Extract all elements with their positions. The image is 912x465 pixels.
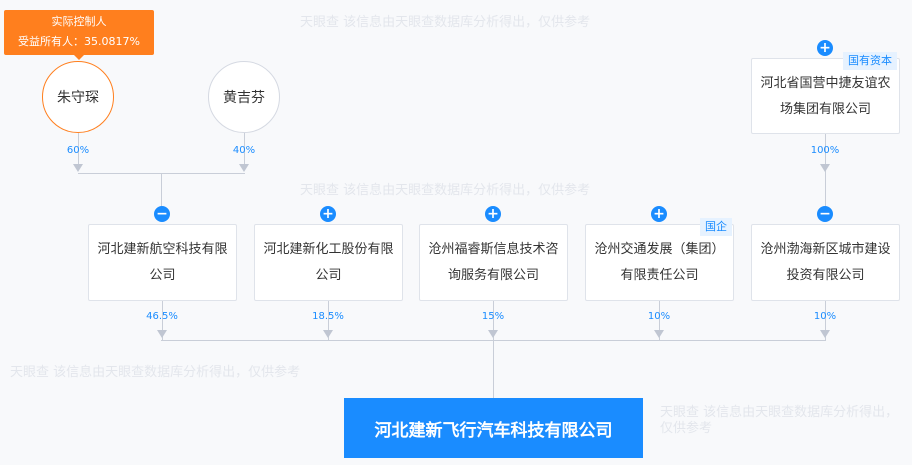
collapse-button[interactable]: − <box>817 206 833 222</box>
arrow-icon <box>73 164 83 172</box>
soe-tag: 国企 <box>700 218 732 236</box>
watermark: 天眼查 该信息由天眼查数据库分析得出，仅供参考 <box>660 405 899 436</box>
arrow-icon <box>239 164 249 172</box>
share-pct: 18.5% <box>312 311 344 322</box>
expand-button[interactable]: + <box>485 206 501 222</box>
share-pct: 10% <box>813 311 837 322</box>
watermark: 天眼查 该信息由天眼查数据库分析得出，仅供参考 <box>300 15 591 30</box>
company-name: 河北建新航空科技有限公司 <box>97 242 228 283</box>
shareholder-node[interactable]: 黄吉芬 <box>208 61 280 133</box>
parent-node[interactable]: 河北省国营中捷友谊农场集团有限公司 <box>751 58 900 134</box>
expand-button[interactable]: + <box>320 206 336 222</box>
collapse-button[interactable]: − <box>154 206 170 222</box>
arrow-icon <box>654 330 664 338</box>
arrow-icon <box>488 330 498 338</box>
controller-tooltip: 实际控制人 受益所有人：35.0817% <box>4 10 154 60</box>
tooltip-subtitle: 受益所有人：35.0817% <box>18 35 140 48</box>
arrow-icon <box>157 330 167 338</box>
share-pct: 46.5% <box>146 311 178 322</box>
share-pct: 60% <box>66 145 90 156</box>
investor-node[interactable]: 河北建新航空科技有限公司 <box>88 224 237 301</box>
investor-node[interactable]: 河北建新化工股份有限公司 <box>254 224 403 301</box>
shareholder-node[interactable]: 朱守琛 <box>42 61 114 133</box>
share-pct: 15% <box>481 311 505 322</box>
company-name: 河北省国营中捷友谊农场集团有限公司 <box>760 76 891 117</box>
share-pct: 10% <box>647 311 671 322</box>
state-capital-tag: 国有资本 <box>843 52 897 70</box>
shareholder-name: 黄吉芬 <box>223 90 265 106</box>
expand-button[interactable]: + <box>817 40 833 56</box>
share-pct: 100% <box>810 145 840 156</box>
investor-node[interactable]: 沧州交通发展（集团）有限责任公司 <box>585 224 734 301</box>
target-company[interactable]: 河北建新飞行汽车科技有限公司 <box>344 398 643 458</box>
investor-node[interactable]: 沧州渤海新区城市建设投资有限公司 <box>751 224 900 301</box>
watermark: 天眼查 该信息由天眼查数据库分析得出，仅供参考 <box>10 365 301 380</box>
arrow-icon <box>820 330 830 338</box>
watermark: 天眼查 该信息由天眼查数据库分析得出，仅供参考 <box>300 183 591 198</box>
arrow-icon <box>820 164 830 172</box>
company-name: 沧州交通发展（集团）有限责任公司 <box>594 242 725 283</box>
company-name: 河北建新化工股份有限公司 <box>263 242 394 283</box>
company-name: 沧州福睿斯信息技术咨询服务有限公司 <box>428 242 559 283</box>
company-name: 沧州渤海新区城市建设投资有限公司 <box>760 242 891 283</box>
target-company-name: 河北建新飞行汽车科技有限公司 <box>374 420 613 441</box>
investor-node[interactable]: 沧州福睿斯信息技术咨询服务有限公司 <box>419 224 568 301</box>
tooltip-title: 实际控制人 <box>51 15 107 28</box>
shareholder-name: 朱守琛 <box>57 90 99 106</box>
arrow-icon <box>323 330 333 338</box>
share-pct: 40% <box>232 145 256 156</box>
expand-button[interactable]: + <box>651 206 667 222</box>
